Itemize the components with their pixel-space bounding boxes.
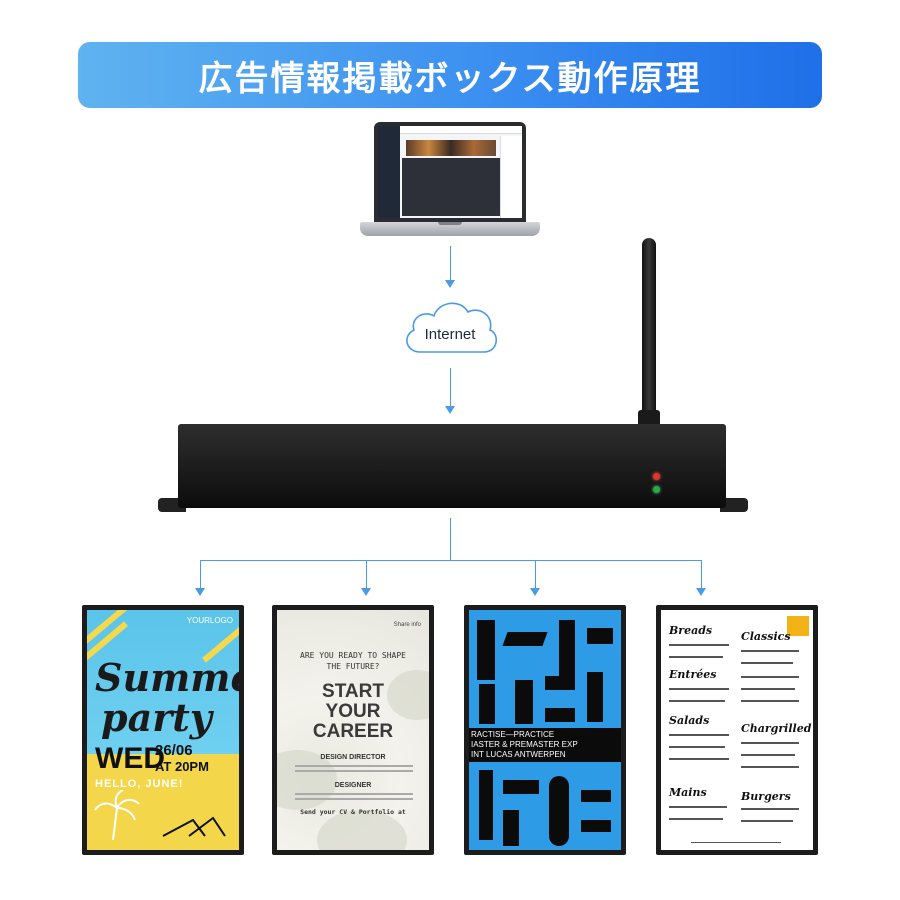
menu-heading-1: Breads: [669, 624, 713, 637]
menu-heading-3: Entrées: [669, 668, 717, 681]
summer-party-poster: YOURLOGO Summer party WED 26/06 AT 20PM …: [87, 610, 239, 850]
laptop-icon: [360, 120, 540, 240]
connector-branch-2: [366, 560, 367, 590]
poster-headline-2: party: [101, 695, 212, 740]
arrow-down-icon: [445, 406, 455, 414]
internet-label: Internet: [424, 326, 476, 343]
title-banner: 広告情報掲載ボックス動作原理: [78, 42, 822, 108]
poster-headline-1: Summer: [95, 655, 239, 700]
poster-time: AT 20PM: [155, 759, 209, 774]
laptop-lid: [374, 122, 526, 222]
palm-tree-icon: [94, 790, 226, 840]
menu-heading-6: Mains: [669, 786, 707, 799]
poster-text-band: [469, 728, 621, 762]
menu-heading-4: Salads: [669, 714, 710, 727]
share-info-label: Share info: [393, 622, 421, 628]
connector-branch-1: [200, 560, 201, 590]
menu-badge: [787, 616, 809, 636]
poster-line-2: IASTER & PREMASTER EXP: [471, 740, 578, 749]
menu-heading-2: Classics: [741, 630, 791, 643]
poster-greeting: HELLO, JUNE!: [95, 778, 184, 790]
poster-logo: YOURLOGO: [186, 616, 233, 625]
poster-headline: START YOUR CAREER: [312, 681, 394, 742]
arrow-down-icon: [530, 588, 540, 596]
arrow-down-icon: [195, 588, 205, 596]
poster-line-3: INT LUCAS ANTWERPEN: [471, 750, 566, 759]
menu-poster: Breads Classics Entrées Salads Chargrill…: [661, 610, 813, 850]
antenna-base: [638, 410, 660, 428]
practise-poster: RACTISE—PRACTICE IASTER & PREMASTER EXP …: [469, 610, 621, 850]
display-screen-3: RACTISE—PRACTICE IASTER & PREMASTER EXP …: [464, 605, 626, 855]
internet-cloud: Internet: [398, 292, 502, 364]
status-led-green: [653, 486, 660, 493]
career-poster: Share info ARE YOU READY TO SHAPE THE FU…: [277, 610, 429, 850]
arrow-down-icon: [361, 588, 371, 596]
cloud-icon: [406, 302, 497, 353]
poster-question: ARE YOU READY TO SHAPE THE FUTURE?: [300, 651, 406, 671]
connector-device-trunk: [450, 518, 451, 560]
poster-send-cv: Send your CV & Portfolio at: [300, 808, 406, 816]
status-led-red: [653, 473, 660, 480]
laptop-base: [360, 222, 540, 236]
poster-day: WED: [95, 742, 165, 775]
arrow-down-icon: [696, 588, 706, 596]
display-screen-2: Share info ARE YOU READY TO SHAPE THE FU…: [272, 605, 434, 855]
poster-role-2: DESIGNER: [334, 782, 372, 789]
mount-flange-right: [720, 498, 748, 512]
arrow-down-icon: [445, 280, 455, 288]
poster-role-1: DESIGN DIRECTOR: [320, 754, 386, 761]
diagram-title: 広告情報掲載ボックス動作原理: [198, 58, 702, 99]
connector-branch-4: [701, 560, 702, 590]
antenna: [642, 238, 656, 428]
connector-distribution-bar: [200, 560, 702, 561]
display-screen-1: YOURLOGO Summer party WED 26/06 AT 20PM …: [82, 605, 244, 855]
menu-heading-7: Burgers: [741, 790, 791, 803]
poster-line-1: RACTISE—PRACTICE: [471, 730, 555, 739]
connector-cloud-device: [450, 368, 451, 408]
connector-branch-3: [535, 560, 536, 590]
laptop-screen: [378, 126, 522, 218]
signage-box-device: [178, 424, 726, 508]
poster-date: 26/06: [155, 742, 193, 759]
connector-laptop-cloud: [450, 246, 451, 282]
menu-heading-5: Chargrilled: [741, 722, 812, 735]
display-screen-4: Breads Classics Entrées Salads Chargrill…: [656, 605, 818, 855]
